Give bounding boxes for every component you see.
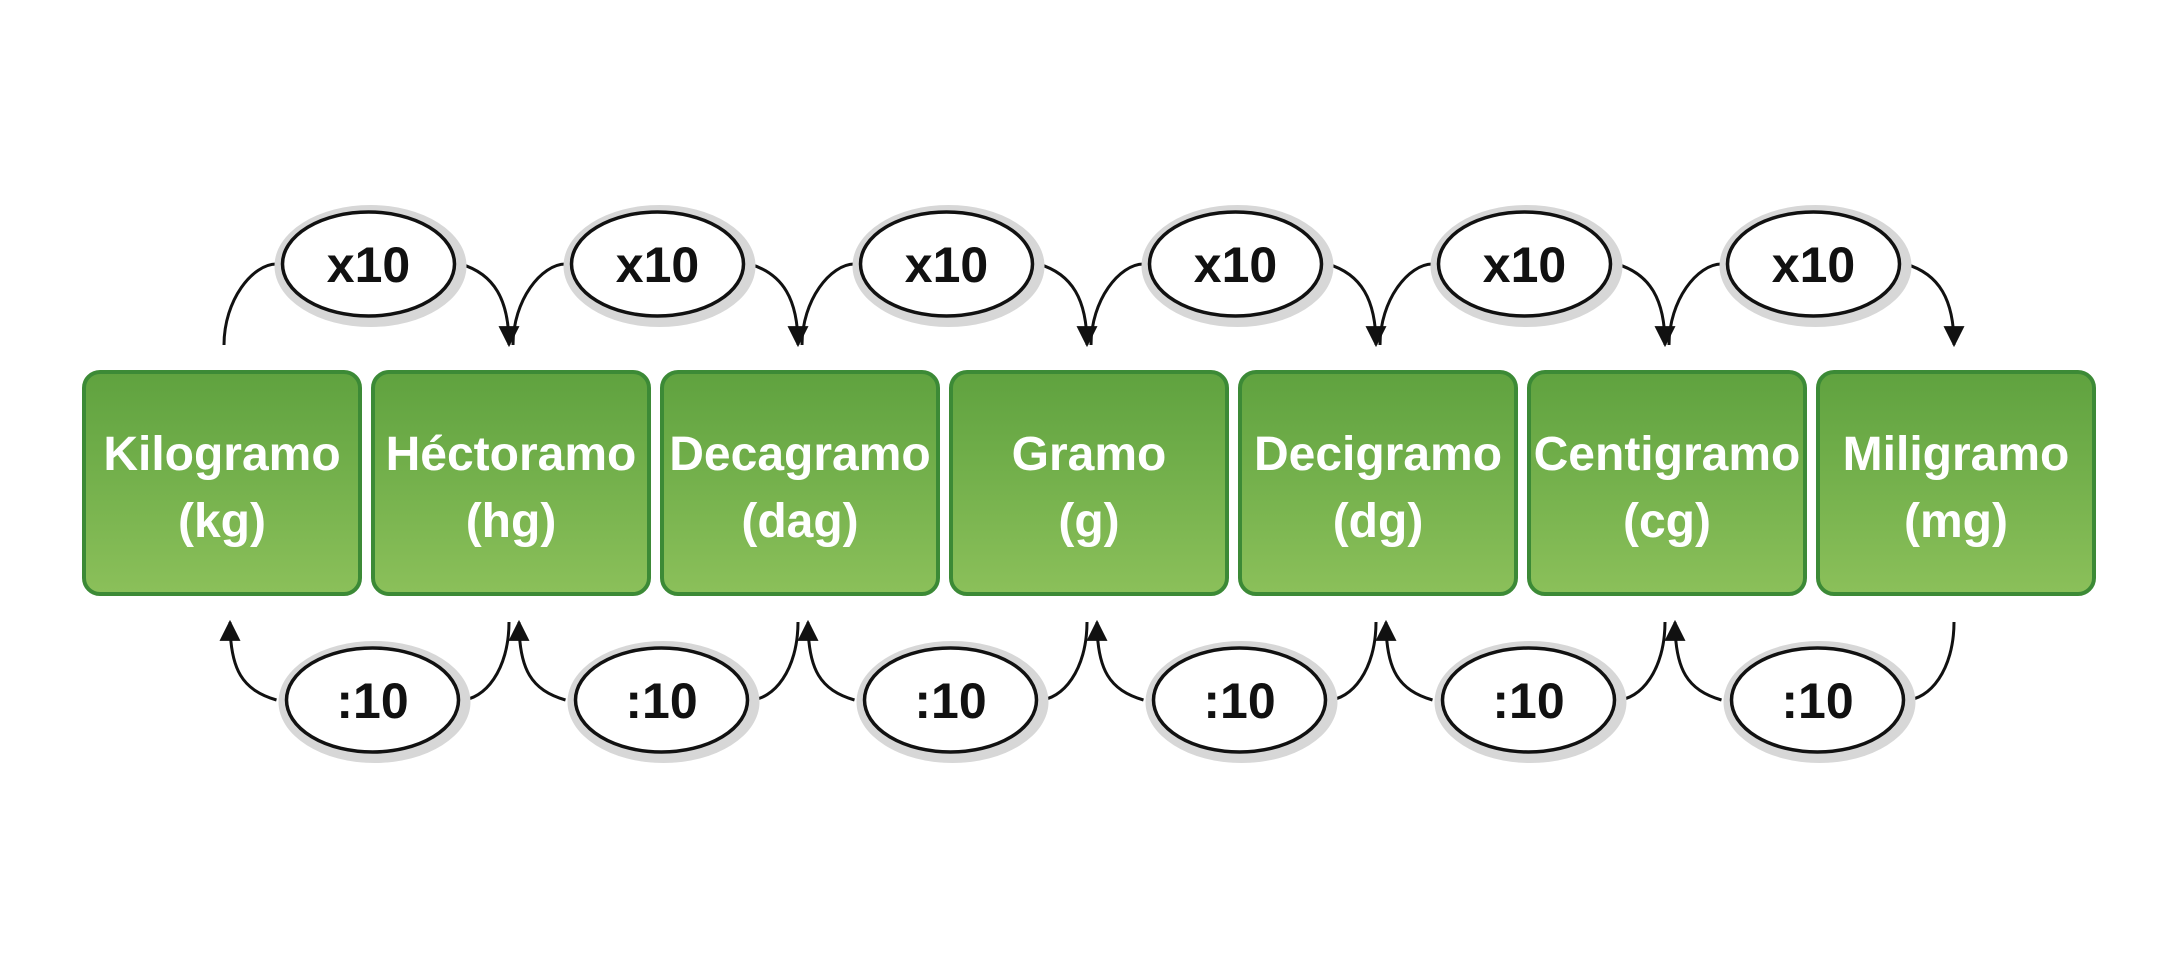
operator-label: :10 [1203,673,1275,729]
operator-label: x10 [1772,237,1855,293]
multiply-arrow-end [1616,262,1676,348]
multiply-arrow-start [511,262,566,346]
multiply-arrow-start [800,262,855,346]
operator-label: :10 [336,673,408,729]
operator-ellipse [858,210,1035,318]
unit-abbreviation: (dag) [741,495,858,548]
operator-label: x10 [905,237,988,293]
unit-name: Decigramo [1254,428,1502,481]
operator-label: x10 [327,237,410,293]
divide-operator: :10 [1723,641,1916,763]
multiply-arrow-end [1327,262,1387,348]
unit-abbreviation: (dg) [1333,495,1424,548]
operator-ellipse [862,646,1039,754]
divide-arrow-end [508,619,566,702]
operator-label: :10 [1492,673,1564,729]
multiply-operator: x10 [1141,205,1334,327]
unit-name: Miligramo [1843,428,2070,481]
divide-arrow-end [1664,619,1722,702]
unit-box-background [1527,370,1807,596]
operator-ellipse [1436,210,1613,318]
operator-ellipse [1440,646,1617,754]
unit-box-background [1238,370,1518,596]
multiply-arrow-end [1905,262,1965,348]
multiply-arrow-end [1038,262,1098,348]
unit-name: Decagramo [669,428,930,481]
divide-arrow-end [797,619,855,702]
unit-box-background [1816,370,2096,596]
operator-ellipse [284,646,461,754]
unit-box-background [660,370,940,596]
unit-box: Decagramo (dag) [660,370,940,596]
operator-ellipse [1729,646,1906,754]
unit-box: Decigramo (dg) [1238,370,1518,596]
multiply-operator: x10 [274,205,467,327]
multiply-operator: x10 [1430,205,1623,327]
unit-boxes: Kilogramo (kg) Héctoramo (hg) Decagramo (dag)… [82,370,2096,596]
unit-box: Kilogramo (kg) [82,370,362,596]
operator-label: :10 [1781,673,1853,729]
multiply-operator: x10 [563,205,756,327]
unit-box-background [949,370,1229,596]
divide-operator: :10 [1145,641,1338,763]
operator-ellipse [1147,210,1324,318]
divide-arrow-end [1375,619,1433,702]
multiply-arrow-start [1378,262,1433,346]
unit-name: Centigramo [1534,428,1801,481]
unit-abbreviation: (cg) [1623,495,1711,548]
divide-operator: :10 [856,641,1049,763]
divide-operator: :10 [1434,641,1627,763]
conversion-operators: x10 :10 x10 :10 x10 :10 x10 :10 x10 :10 x10 :10 [274,205,1916,763]
unit-name: Kilogramo [103,428,340,481]
unit-name: Gramo [1012,428,1167,481]
operator-ellipse [1725,210,1902,318]
unit-box-background [371,370,651,596]
unit-abbreviation: (kg) [178,495,266,548]
operator-ellipse [573,646,750,754]
unit-box: Héctoramo (hg) [371,370,651,596]
multiply-arrow-start [1089,262,1144,346]
operator-ellipse [569,210,746,318]
multiply-operator: x10 [1719,205,1912,327]
operator-label: x10 [616,237,699,293]
operator-label: x10 [1483,237,1566,293]
unit-abbreviation: (g) [1058,495,1119,548]
unit-abbreviation: (hg) [466,495,557,548]
divide-operator: :10 [278,641,471,763]
multiply-arrow-end [460,262,520,348]
unit-box-background [82,370,362,596]
unit-abbreviation: (mg) [1904,495,2008,548]
unit-box: Gramo (g) [949,370,1229,596]
multiply-arrow-end [749,262,809,348]
divide-arrow-end [1086,619,1144,702]
unit-box: Miligramo (mg) [1816,370,2096,596]
multiply-arrow-start [222,262,277,346]
operator-ellipse [280,210,457,318]
operator-label: :10 [625,673,697,729]
divide-arrow-end [219,619,277,702]
operator-label: :10 [914,673,986,729]
unit-name: Héctoramo [386,428,637,481]
unit-box: Centigramo (cg) [1527,370,1807,596]
operator-ellipse [1151,646,1328,754]
multiply-operator: x10 [852,205,1045,327]
operator-label: x10 [1194,237,1277,293]
multiply-arrow-start [1667,262,1722,346]
divide-operator: :10 [567,641,760,763]
